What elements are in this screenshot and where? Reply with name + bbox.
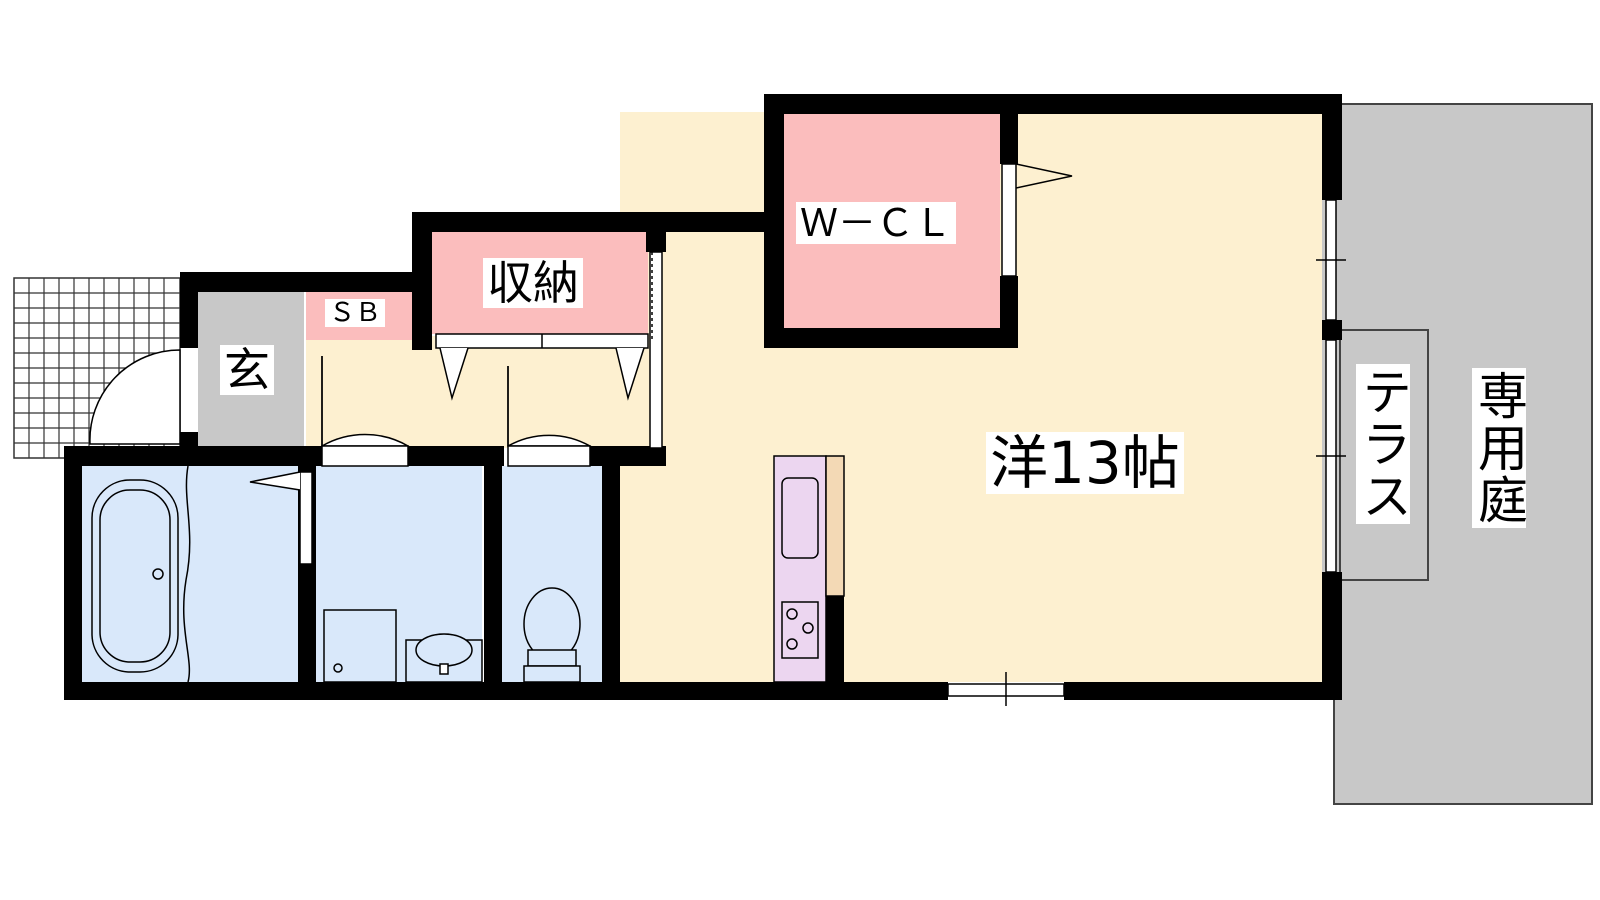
windows bbox=[649, 199, 1346, 706]
western-room-label: 洋13帖 bbox=[986, 432, 1184, 494]
hall-floor bbox=[306, 336, 656, 448]
storage-doors bbox=[435, 333, 649, 401]
washroom-door bbox=[321, 356, 411, 467]
wcl-label: Ｗ－ＣＬ bbox=[796, 202, 957, 244]
entrance-label: 玄 bbox=[220, 345, 274, 395]
entrance-door bbox=[89, 349, 181, 445]
bathtub bbox=[91, 465, 191, 683]
bathroom-door bbox=[249, 471, 313, 565]
wcl-door bbox=[1001, 163, 1073, 277]
terrace-label: テラス bbox=[1354, 364, 1412, 524]
shoebox-label: ＳＢ bbox=[325, 299, 386, 327]
storage-label: 収納 bbox=[483, 258, 583, 308]
washbasin-and-laundry bbox=[323, 609, 483, 683]
toilet-fixture bbox=[523, 587, 581, 683]
kitchen-counter bbox=[773, 455, 845, 683]
toilet-door bbox=[507, 366, 593, 467]
garden-label: 専用庭 bbox=[1470, 368, 1528, 528]
walls bbox=[64, 94, 1342, 700]
